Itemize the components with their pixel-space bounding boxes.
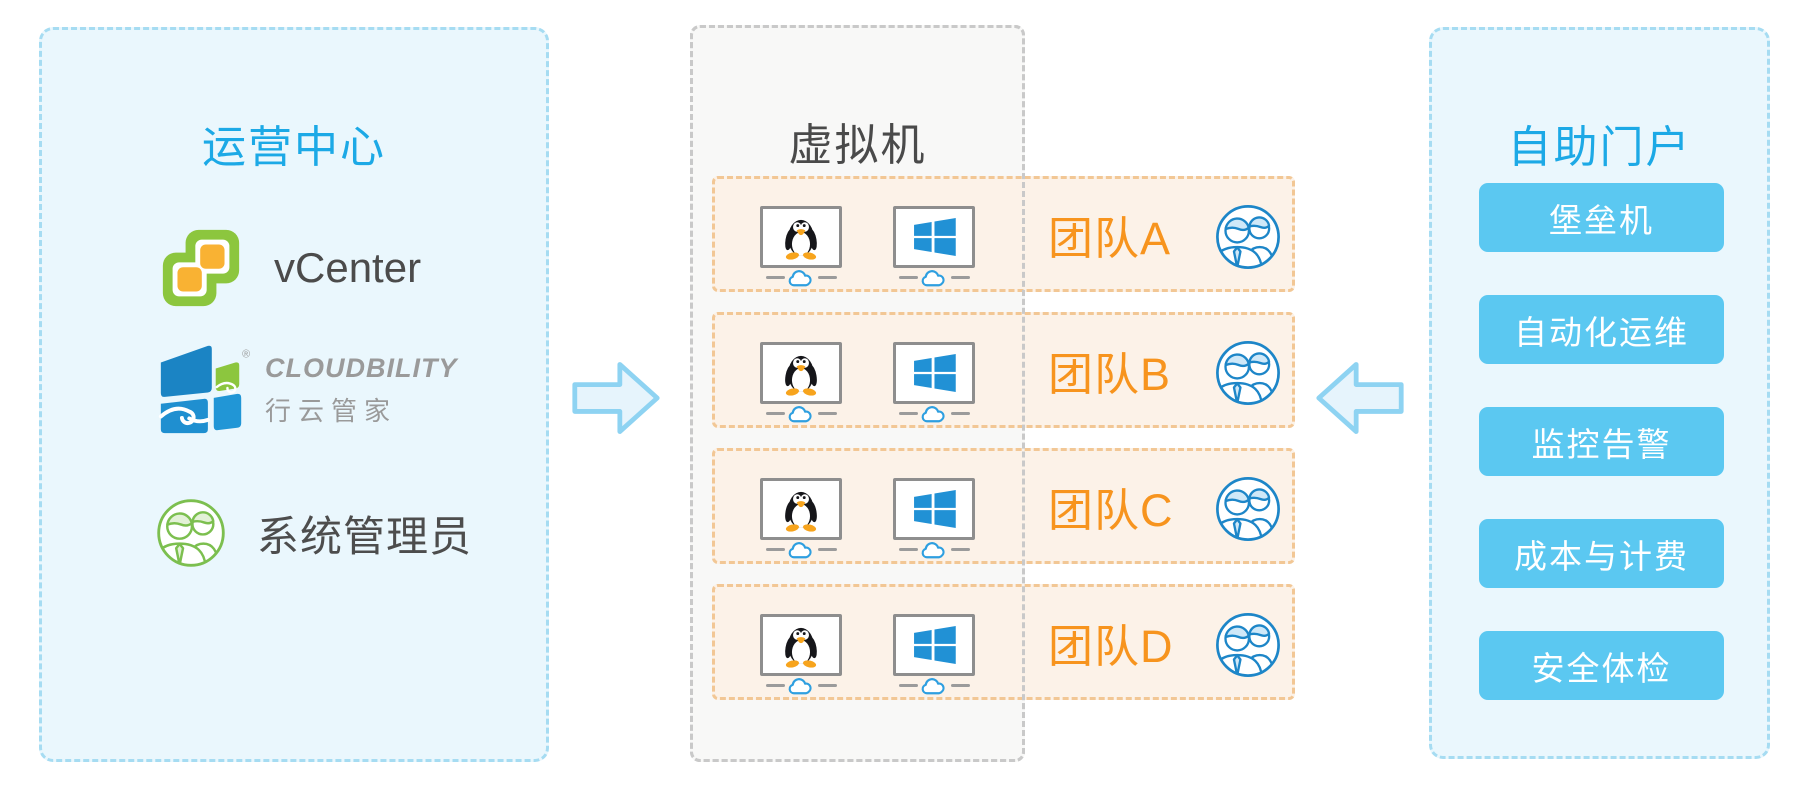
cloudbility-brand-cn: 行云管家 xyxy=(265,395,398,426)
flow-arrow-left-icon xyxy=(1316,362,1404,434)
vm-network-stand xyxy=(893,267,975,287)
windows-vm xyxy=(893,478,975,540)
team-row: 团队A xyxy=(712,176,1295,292)
linux-vm xyxy=(760,342,842,404)
cloud-network-icon xyxy=(921,269,948,288)
tux-icon xyxy=(782,486,820,532)
cloudbility-brand-en: CLOUDBILITY xyxy=(265,352,458,383)
cloud-network-icon xyxy=(921,541,948,560)
linux-vm xyxy=(760,206,842,268)
cloud-network-icon xyxy=(788,405,815,424)
linux-vm-monitor xyxy=(760,478,842,540)
linux-vm-monitor xyxy=(760,342,842,404)
network-line xyxy=(898,411,918,415)
linux-vm xyxy=(760,614,842,676)
admin-label: 系统管理员 xyxy=(257,512,473,560)
network-line xyxy=(950,275,970,279)
operations-title: 运营中心 xyxy=(202,122,386,172)
tux-icon xyxy=(782,350,820,396)
vcenter-logo-icon xyxy=(158,225,244,311)
cloud-network-icon xyxy=(788,269,815,288)
panel-operations: 运营中心 vCenter ® CLOUDBILITY 行云管家 xyxy=(39,27,549,762)
automation-ops-button[interactable]: 自动化运维 xyxy=(1479,295,1724,364)
cloudbility-logo-icon: ® xyxy=(158,345,250,434)
vm-network-stand xyxy=(760,403,842,423)
team-label: 团队A xyxy=(1048,212,1172,264)
panel-portal: 自助门户 堡垒机 自动化运维 监控告警 成本与计费 安全体检 xyxy=(1429,27,1770,759)
team-users-icon xyxy=(1212,609,1284,681)
windows-vm-monitor xyxy=(893,478,975,540)
vm-network-stand xyxy=(893,539,975,559)
team-label: 团队B xyxy=(1048,348,1172,400)
network-line xyxy=(950,411,970,415)
vm-network-stand xyxy=(760,539,842,559)
network-line xyxy=(898,547,918,551)
windows-logo-icon xyxy=(912,626,956,664)
team-row: 团队B xyxy=(712,312,1295,428)
admin-item: 系统管理员 xyxy=(153,495,472,571)
vm-network-stand xyxy=(893,675,975,695)
network-line xyxy=(765,547,785,551)
security-check-button[interactable]: 安全体检 xyxy=(1479,631,1724,700)
windows-vm-monitor xyxy=(893,614,975,676)
vcenter-label: vCenter xyxy=(274,244,422,291)
cost-billing-button[interactable]: 成本与计费 xyxy=(1479,519,1724,588)
windows-vm xyxy=(893,206,975,268)
vcenter-item: vCenter xyxy=(158,225,421,311)
vm-network-stand xyxy=(760,267,842,287)
network-line xyxy=(817,683,837,687)
team-row: 团队D xyxy=(712,584,1295,700)
team-label: 团队C xyxy=(1048,484,1174,536)
portal-title: 自助门户 xyxy=(1507,122,1692,172)
windows-vm xyxy=(893,342,975,404)
team-label: 团队D xyxy=(1048,620,1174,672)
cloud-network-icon xyxy=(921,677,948,696)
cloud-network-icon xyxy=(788,677,815,696)
bastion-host-button[interactable]: 堡垒机 xyxy=(1479,183,1724,252)
flow-arrow-right-icon xyxy=(572,362,660,434)
team-users-icon xyxy=(1212,473,1284,545)
team-users-icon xyxy=(1212,201,1284,273)
admin-group-icon xyxy=(153,495,229,571)
windows-logo-icon xyxy=(912,354,956,392)
tux-icon xyxy=(782,622,820,668)
registered-mark: ® xyxy=(242,349,250,361)
network-line xyxy=(765,683,785,687)
windows-vm xyxy=(893,614,975,676)
network-line xyxy=(950,683,970,687)
network-line xyxy=(950,547,970,551)
network-line xyxy=(898,275,918,279)
cloudbility-item: ® CLOUDBILITY 行云管家 xyxy=(153,341,458,439)
team-row: 团队C xyxy=(712,448,1295,564)
network-line xyxy=(817,547,837,551)
vm-network-stand xyxy=(893,403,975,423)
tux-icon xyxy=(782,214,820,260)
network-line xyxy=(765,275,785,279)
cloud-network-icon xyxy=(788,541,815,560)
vm-panel-title: 虚拟机 xyxy=(788,120,927,170)
windows-logo-icon xyxy=(912,490,956,528)
linux-vm-monitor xyxy=(760,614,842,676)
network-line xyxy=(898,683,918,687)
network-line xyxy=(817,411,837,415)
linux-vm-monitor xyxy=(760,206,842,268)
team-users-icon xyxy=(1212,337,1284,409)
linux-vm xyxy=(760,478,842,540)
windows-logo-icon xyxy=(912,218,956,256)
network-line xyxy=(817,275,837,279)
windows-vm-monitor xyxy=(893,206,975,268)
monitoring-alert-button[interactable]: 监控告警 xyxy=(1479,407,1724,476)
cloud-network-icon xyxy=(921,405,948,424)
windows-vm-monitor xyxy=(893,342,975,404)
network-line xyxy=(765,411,785,415)
vm-network-stand xyxy=(760,675,842,695)
